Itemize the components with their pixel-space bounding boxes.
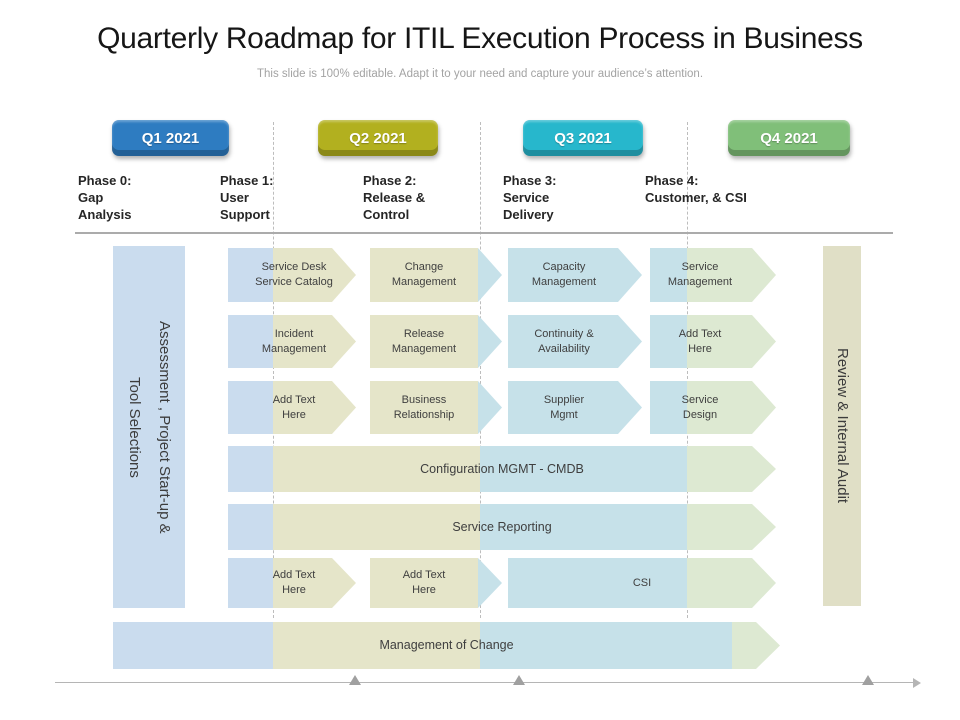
arrow-body	[273, 381, 332, 434]
page-subtitle: This slide is 100% editable. Adapt it to…	[256, 68, 704, 80]
arrow-body	[508, 381, 618, 434]
arrow-label: Incident Management	[261, 327, 327, 355]
arrow-q1-segment	[228, 248, 273, 302]
arrow-q4-segment	[687, 446, 752, 492]
phase-label-1: Phase 1: User Support	[220, 173, 274, 222]
arrow-q3-segment	[480, 446, 687, 492]
arrow-head	[752, 248, 776, 302]
arrow-label: Add Text Here	[678, 327, 722, 355]
arrow-q3-segment	[650, 248, 687, 302]
arrow-label: Change Management	[391, 261, 457, 288]
arrow-body	[273, 248, 332, 302]
arrow-label: Capacity Management	[531, 261, 597, 288]
arrow-label: Add Text Here	[272, 569, 316, 596]
phase-label-2: Phase 2: Release & Control	[363, 173, 426, 222]
arrow-head	[478, 248, 502, 302]
arrow-body	[687, 381, 752, 434]
phase-label-4: Phase 4: Customer, & CSI	[645, 173, 747, 205]
phases-underline	[75, 232, 893, 234]
arrow-q3-segment	[480, 622, 732, 669]
arrow-q3-segment	[650, 315, 687, 368]
right-rail-label: Review & Internal Audit	[834, 348, 851, 504]
arrow-label: Release Management	[391, 327, 457, 355]
phase-label-3: Phase 3: Service Delivery	[503, 173, 557, 222]
arrow-body	[508, 248, 618, 302]
arrow-label: Add Text Here	[272, 393, 316, 421]
quarter-divider-1	[273, 122, 274, 618]
arrow-q2-segment	[273, 504, 480, 550]
left-rail-label: Assessment , Project Start-up & Tool Sel…	[126, 320, 173, 534]
arrow-q1-segment	[228, 558, 273, 608]
left-rail: Assessment , Project Start-up & Tool Sel…	[113, 246, 185, 608]
arrow-body	[687, 315, 752, 368]
arrow-q4-segment	[732, 622, 756, 669]
arrow-head	[478, 381, 502, 434]
arrow-q1-segment	[228, 446, 273, 492]
arrow-head	[478, 315, 502, 368]
arrow-label: Business Relationship	[393, 393, 455, 421]
arrow-body	[273, 558, 332, 608]
arrow-head	[752, 315, 776, 368]
timeline-marker-icon	[862, 675, 874, 685]
arrow-q4-segment	[687, 558, 752, 608]
arrow-label: Supplier Mgmt	[543, 393, 585, 421]
arrow-label: Service Design	[681, 393, 719, 421]
arrow-body	[370, 558, 478, 608]
quarter-badge-q2: Q2 2021	[318, 120, 438, 156]
arrow-label: CSI	[632, 576, 652, 589]
arrow-body	[370, 248, 478, 302]
arrow-q1-segment	[228, 315, 273, 368]
arrow-label: Continuity & Availability	[534, 327, 594, 355]
quarter-badge-q4: Q4 2021	[728, 120, 850, 156]
page-title: Quarterly Roadmap for ITIL Execution Pro…	[97, 22, 863, 55]
arrow-head	[752, 381, 776, 434]
timeline-marker-icon	[349, 675, 361, 685]
arrow-label: Service Desk Service Catalog	[255, 261, 333, 288]
timeline-marker-icon	[513, 675, 525, 685]
arrow-body	[370, 381, 478, 434]
arrow-body	[687, 248, 752, 302]
arrow-q1-segment	[228, 504, 273, 550]
quarter-badge-q1: Q1 2021	[112, 120, 229, 156]
arrow-label: Configuration MGMT - CMDB	[420, 461, 584, 476]
arrow-q1-segment	[113, 622, 273, 669]
arrow-body	[508, 315, 618, 368]
arrow-q1-segment	[228, 381, 273, 434]
arrow-label: Management of Change	[379, 638, 514, 653]
phase-label-0: Phase 0: Gap Analysis	[78, 173, 132, 222]
arrow-body	[273, 315, 332, 368]
arrow-q4-segment	[687, 504, 752, 550]
right-rail: Review & Internal Audit	[823, 246, 861, 606]
arrow-q3-segment	[480, 504, 687, 550]
arrow-body	[370, 315, 478, 368]
arrow-label: Service Management	[667, 261, 733, 288]
arrow-q3-segment	[650, 381, 687, 434]
quarter-badge-q3: Q3 2021	[523, 120, 643, 156]
timeline-arrow-icon	[913, 678, 921, 688]
arrow-q2-segment	[273, 622, 480, 669]
bottom-timeline	[55, 682, 913, 683]
arrow-q3-segment	[508, 558, 687, 608]
arrow-q2-segment	[273, 446, 480, 492]
arrow-label: Service Reporting	[452, 519, 552, 534]
arrow-head	[478, 558, 502, 608]
quarter-divider-3	[687, 122, 688, 618]
quarter-divider-2	[480, 122, 481, 618]
arrow-label: Add Text Here	[402, 569, 446, 596]
